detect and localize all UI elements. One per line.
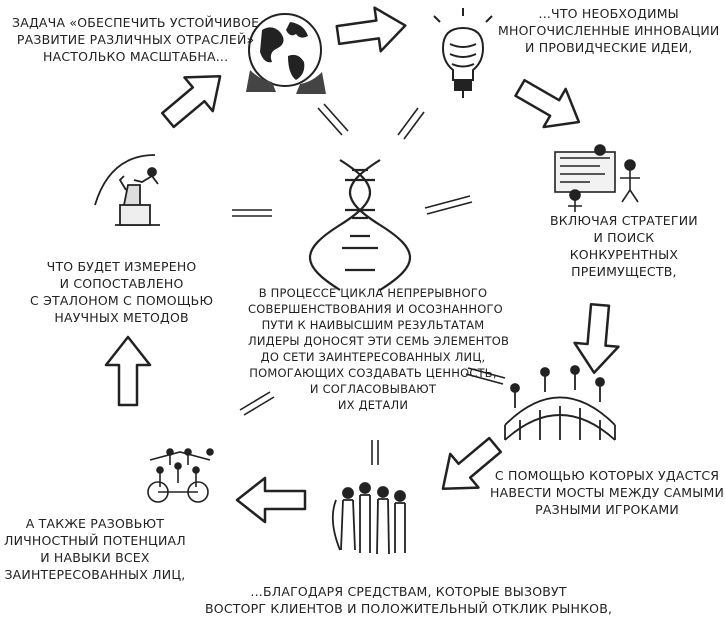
caption-line: восторг клиентов и положительный отклик … — [205, 601, 613, 616]
caption-line: с эталоном с помощью — [30, 293, 214, 308]
caption-line: заинтересованных лиц, — [4, 567, 186, 582]
caption-line: и поиск — [593, 230, 655, 245]
caption-line: навести мосты между самыми — [490, 485, 725, 500]
connector-lines — [232, 103, 506, 465]
light-bulb-icon — [433, 8, 493, 98]
caption-line: развитие различных отраслей» — [16, 32, 255, 47]
caption-line: совершенствования и осознанного — [248, 302, 503, 316]
caption-people: а также разовьют личностный потенциал и … — [4, 515, 186, 583]
strategy-team-icon — [554, 144, 640, 212]
caption-line: В процессе цикла непрерывного — [258, 286, 488, 300]
caption-line: пути к наивысшим результатам — [261, 318, 485, 332]
caption-innovation: ...что необходимы многочисленные инновац… — [498, 5, 719, 56]
caption-line: ...благодаря средствам, которые вызовут — [250, 584, 567, 599]
caption-line: с помощью которых удастся — [494, 468, 720, 483]
caption-line: многочисленные инновации — [498, 23, 720, 38]
caption-line: их детали — [337, 398, 409, 412]
arrow-customers-to-people — [235, 476, 307, 524]
arrow-globe-to-innovation — [333, 2, 410, 59]
caption-measure: что будет измерено и сопоставлено с этал… — [30, 258, 213, 326]
caption-line: и сопоставлено — [59, 276, 184, 291]
caption-line: Задача «обеспечить устойчивое — [12, 15, 260, 30]
caption-line: включая стратегии — [550, 213, 698, 228]
caption-line: ...что необходимы — [538, 6, 679, 21]
caption-line: преимуществ, — [571, 264, 677, 279]
caption-line: что будет измерено — [46, 259, 197, 274]
caption-globe: Задача «обеспечить устойчивое развитие р… — [12, 14, 259, 65]
caption-line: до сети заинтересованных лиц, — [260, 350, 486, 364]
caption-line: и навыки всех — [40, 550, 150, 565]
jumping-athlete-icon — [94, 154, 160, 226]
caption-line: и согласовывают — [309, 382, 437, 396]
globe-hands-icon — [246, 13, 326, 94]
bridge-icon — [504, 365, 616, 441]
caption-strategy: включая стратегии и поиск конкурентных п… — [550, 212, 698, 280]
arrow-innovation-to-strategy — [507, 67, 592, 143]
caption-customers: ...благодаря средствам, которые вызовут … — [205, 583, 612, 617]
caption-line: и провидческие идеи, — [525, 40, 693, 55]
arrow-measure-to-globe — [152, 58, 236, 139]
caption-line: а также разовьют — [25, 516, 165, 531]
caption-line: научных методов — [54, 310, 189, 325]
caption-line: настолько масштабна... — [43, 49, 229, 64]
arrow-strategy-to-bridges — [570, 301, 624, 376]
caption-center: В процессе цикла непрерывного совершенст… — [248, 285, 510, 413]
human-pyramid-icon — [147, 448, 214, 503]
caption-line: лидеры доносят эти семь элементов — [248, 334, 510, 348]
caption-line: личностный потенциал — [4, 533, 186, 548]
caption-line: разными игроками — [535, 502, 679, 517]
people-group-icon — [331, 482, 406, 555]
caption-bridges: с помощью которых удастся навести мосты … — [490, 467, 724, 518]
dna-helix-icon — [309, 159, 411, 291]
caption-line: конкурентных — [569, 247, 679, 262]
caption-line: помогающих создавать ценность, — [249, 366, 497, 380]
arrow-people-to-measure — [104, 335, 152, 407]
